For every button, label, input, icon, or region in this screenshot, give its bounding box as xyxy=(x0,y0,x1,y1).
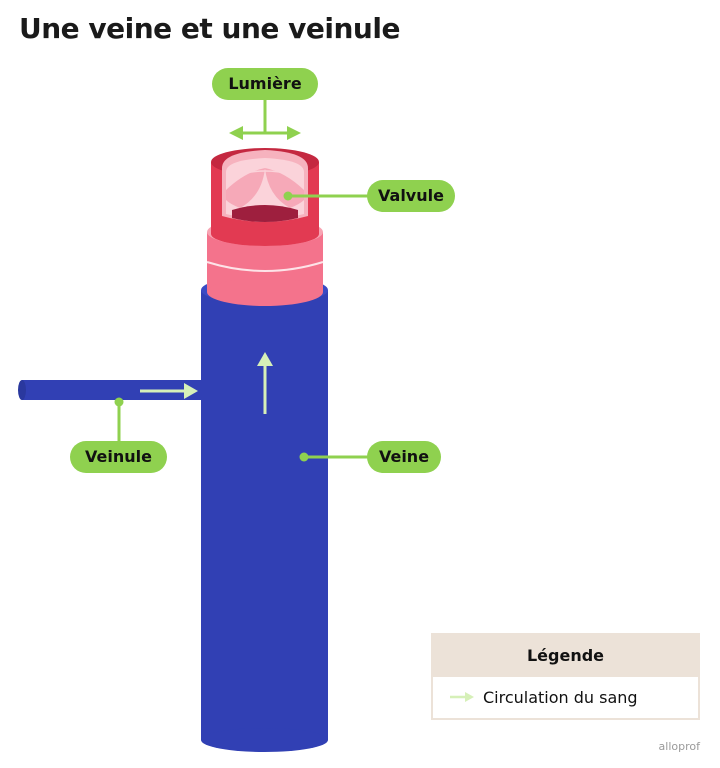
legend-header: Légende xyxy=(433,635,698,677)
alloprof-logo: alloprof xyxy=(658,740,700,753)
venule-tube xyxy=(18,380,212,400)
valve-leader-line xyxy=(283,191,370,201)
vein-leader-line xyxy=(299,452,370,462)
vein-label: Veine xyxy=(367,441,441,473)
legend-item-label: Circulation du sang xyxy=(483,688,638,707)
legend-item: Circulation du sang xyxy=(433,677,698,720)
valve-flaps xyxy=(226,168,304,222)
blood-flow-arrow-venule xyxy=(140,383,198,399)
arrow-right-icon xyxy=(450,692,474,702)
blood-flow-arrow-vein xyxy=(257,352,273,414)
legend: Légende Circulation du sang xyxy=(431,633,700,720)
venule-leader-line xyxy=(114,397,124,442)
valve-label: Valvule xyxy=(367,180,455,212)
venule-label: Veinule xyxy=(70,441,167,473)
lumen-double-arrow xyxy=(229,100,301,140)
vein-cylinder xyxy=(201,276,328,752)
lumen-label: Lumière xyxy=(212,68,318,100)
page-title: Une veine et une veinule xyxy=(19,12,400,45)
